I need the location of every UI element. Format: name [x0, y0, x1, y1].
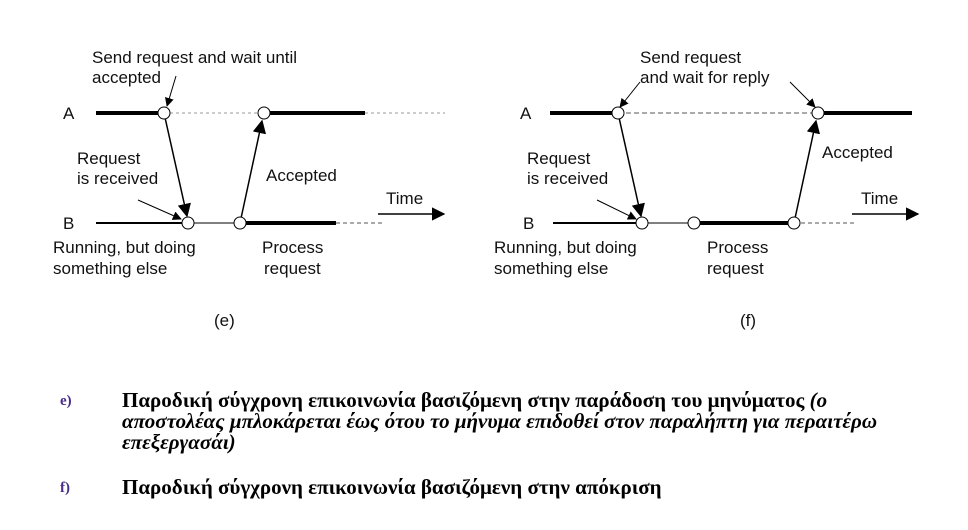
end-process-event: [787, 216, 801, 230]
diagram-e: A B Send request and wait until accepted…: [53, 48, 446, 330]
lane-b-label: B: [523, 214, 534, 233]
accepted-arrow: [239, 119, 267, 224]
lane-a-label: A: [63, 104, 75, 123]
diagram-f: A B Send request and wait for reply Requ…: [494, 48, 920, 330]
lane-b-label: B: [63, 214, 74, 233]
legend-marker-f: f): [60, 480, 70, 496]
caption-f: (f): [740, 311, 756, 330]
send-event: [611, 106, 625, 120]
start-process-event: [687, 216, 701, 230]
note-accepted: Accepted: [822, 143, 893, 162]
received-pointer: [137, 199, 182, 220]
note-received-1: Request: [77, 149, 141, 168]
note-process-2: request: [707, 259, 764, 278]
legend-item-e: e) Παροδική σύγχρονη επικοινωνία βασιζόμ…: [60, 390, 922, 453]
note-send-2: accepted: [92, 68, 161, 87]
start-process-event: [233, 216, 247, 230]
legend-text-e-main: Παροδική σύγχρονη επικοινωνία βασιζόμενη…: [122, 388, 810, 412]
legend-item-f: f) Παροδική σύγχρονη επικοινωνία βασιζόμ…: [60, 477, 922, 498]
send-pointer: [619, 81, 641, 108]
send-event: [157, 106, 171, 120]
receive-event: [635, 216, 649, 230]
note-process-1: Process: [262, 238, 323, 257]
reply-event: [811, 106, 825, 120]
note-process-2: request: [264, 259, 321, 278]
legend-text-e-italic: (ο αποστολέας μπλοκάρεται έως ότου το μή…: [122, 388, 878, 454]
reply-arrow: [793, 119, 821, 224]
note-send-1: Send request and wait until: [92, 48, 297, 67]
lane-a-label: A: [520, 104, 532, 123]
note-accepted: Accepted: [266, 166, 337, 185]
note-process-1: Process: [707, 238, 768, 257]
reply-pointer: [789, 81, 816, 108]
request-arrow: [163, 112, 191, 218]
note-received-1: Request: [527, 149, 591, 168]
accept-event: [257, 106, 271, 120]
receive-event: [181, 216, 195, 230]
note-running-2: something else: [53, 259, 167, 278]
note-send-2: and wait for reply: [640, 68, 770, 87]
note-running-1: Running, but doing: [494, 238, 637, 257]
note-received-2: is received: [527, 169, 608, 188]
legend-text-e: Παροδική σύγχρονη επικοινωνία βασιζόμενη…: [122, 390, 922, 453]
request-arrow: [617, 112, 645, 218]
note-time: Time: [386, 189, 423, 208]
caption-e: (e): [214, 311, 235, 330]
legend-text-f: Παροδική σύγχρονη επικοινωνία βασιζόμενη…: [122, 475, 662, 499]
send-pointer: [165, 75, 177, 107]
note-received-2: is received: [77, 169, 158, 188]
legend-marker-e: e): [60, 393, 72, 409]
diagrams: A B Send request and wait until accepted…: [53, 48, 920, 330]
note-running-1: Running, but doing: [53, 238, 196, 257]
note-time: Time: [861, 189, 898, 208]
note-running-2: something else: [494, 259, 608, 278]
received-pointer: [596, 199, 637, 220]
note-send-1: Send request: [640, 48, 741, 67]
